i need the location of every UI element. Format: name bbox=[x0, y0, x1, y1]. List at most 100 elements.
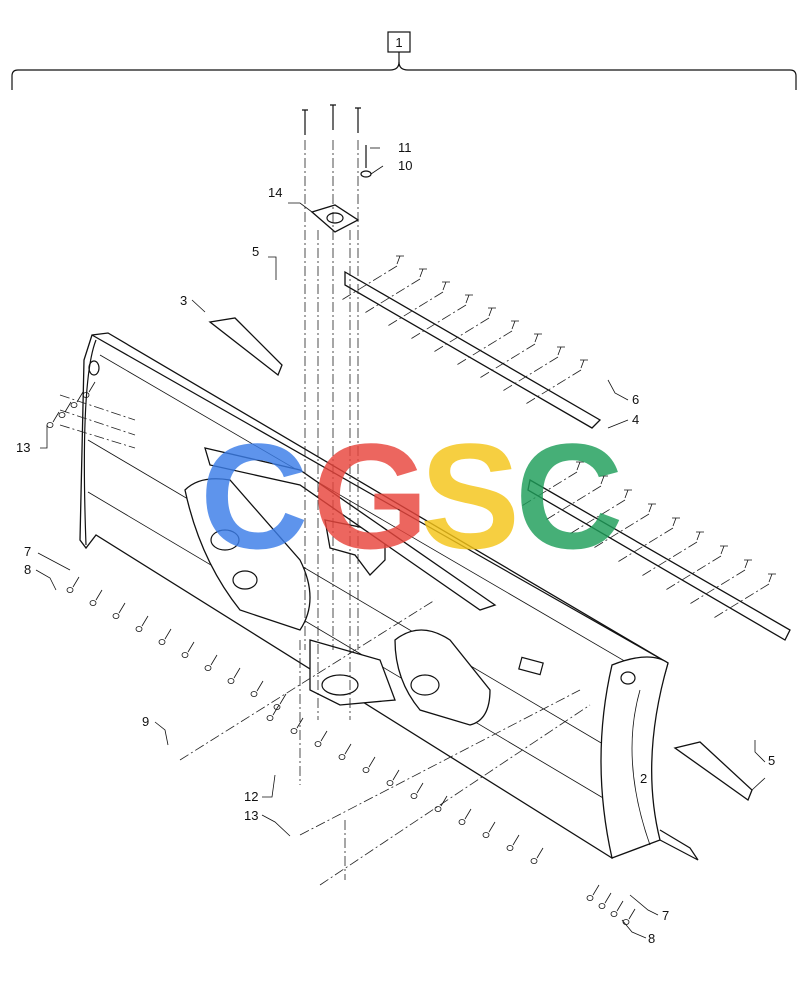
nut bbox=[70, 402, 78, 408]
bolt-line bbox=[639, 541, 698, 578]
bolt-shank bbox=[440, 795, 448, 807]
callout-14: 14 bbox=[268, 185, 282, 200]
bolt-line bbox=[543, 485, 602, 522]
assembly-label: 1 bbox=[395, 35, 402, 50]
nut bbox=[458, 819, 466, 825]
bolt-line bbox=[615, 527, 674, 564]
nut bbox=[204, 665, 212, 671]
callout-5-right: 5 bbox=[768, 753, 775, 768]
watermark-letter-s: S bbox=[420, 412, 520, 580]
bolt-shank bbox=[233, 667, 241, 679]
bolt-shank bbox=[604, 892, 612, 904]
nut bbox=[112, 613, 120, 619]
nut bbox=[530, 858, 538, 864]
callout-labels: 2 3 4 5 5 6 7 7 8 8 9 10 11 12 13 13 14 bbox=[16, 140, 775, 946]
bolt-shank bbox=[95, 589, 103, 601]
bolt-line bbox=[687, 569, 746, 606]
callout-9: 9 bbox=[142, 714, 149, 729]
nut bbox=[89, 600, 97, 606]
callout-8-right: 8 bbox=[648, 931, 655, 946]
bolt-line bbox=[454, 330, 513, 367]
callout-7-right: 7 bbox=[662, 908, 669, 923]
bolt-shank bbox=[320, 730, 328, 742]
bolt bbox=[534, 333, 542, 343]
assembly-bracket: 1 bbox=[11, 31, 797, 90]
bolt bbox=[744, 559, 752, 569]
callout-4: 4 bbox=[632, 412, 639, 427]
bolt-shank bbox=[118, 602, 126, 614]
callout-2: 2 bbox=[640, 771, 647, 786]
mount-plate bbox=[310, 204, 360, 233]
bolt-shank bbox=[279, 693, 287, 705]
bolts-top bbox=[302, 104, 372, 178]
callout-13-left: 13 bbox=[16, 440, 30, 455]
nut bbox=[66, 587, 74, 593]
callout-11: 11 bbox=[398, 140, 412, 155]
bolt-shank bbox=[272, 704, 280, 716]
nut bbox=[273, 704, 281, 710]
bolt bbox=[465, 294, 473, 304]
nut bbox=[250, 691, 258, 697]
callout-6: 6 bbox=[632, 392, 639, 407]
bolt bbox=[720, 545, 728, 555]
bolt bbox=[648, 503, 656, 513]
nut bbox=[410, 793, 418, 799]
bolt bbox=[396, 255, 404, 265]
nut bbox=[181, 652, 189, 658]
watermark-letter-c1: C bbox=[200, 412, 308, 580]
callout-5-left: 5 bbox=[252, 244, 259, 259]
callout-13-bottom: 13 bbox=[244, 808, 258, 823]
end-bit-left bbox=[208, 317, 283, 377]
bolt bbox=[419, 268, 427, 278]
bolt-line bbox=[711, 583, 770, 620]
nut bbox=[46, 422, 54, 428]
bolt-shank bbox=[512, 834, 520, 846]
bolt-line bbox=[500, 356, 559, 393]
nut bbox=[482, 832, 490, 838]
nut bbox=[314, 741, 322, 747]
bolt-line bbox=[477, 343, 536, 380]
bolt bbox=[580, 359, 588, 369]
bolt-shank bbox=[296, 717, 304, 729]
bolt-rows bbox=[46, 255, 776, 925]
callout-3: 3 bbox=[180, 293, 187, 308]
bolt-shank bbox=[88, 381, 96, 393]
bolt-line bbox=[523, 369, 582, 406]
bolt-shank bbox=[52, 411, 60, 423]
end-bit-right bbox=[673, 741, 753, 802]
cutting-edge-top bbox=[344, 270, 602, 429]
watermark-letter-c2: C bbox=[515, 412, 623, 580]
callout-12: 12 bbox=[244, 789, 258, 804]
bolt-shank bbox=[628, 908, 636, 920]
nut bbox=[434, 806, 442, 812]
bolt bbox=[672, 517, 680, 527]
nut bbox=[506, 845, 514, 851]
callout-10: 10 bbox=[398, 158, 412, 173]
bolt-line bbox=[385, 291, 444, 328]
bolt-shank bbox=[392, 769, 400, 781]
bolt-shank bbox=[464, 808, 472, 820]
bolt bbox=[557, 346, 565, 356]
bolt bbox=[600, 475, 608, 485]
bolt-shank bbox=[187, 641, 195, 653]
bolt bbox=[696, 531, 704, 541]
nut bbox=[266, 715, 274, 721]
nut bbox=[290, 728, 298, 734]
nut bbox=[338, 754, 346, 760]
bolt-shank bbox=[344, 743, 352, 755]
nut bbox=[362, 767, 370, 773]
bolt-line bbox=[663, 555, 722, 592]
bolt-shank bbox=[488, 821, 496, 833]
assembly-lines bbox=[59, 140, 591, 886]
bolt-line bbox=[408, 304, 467, 341]
bolt-line bbox=[339, 265, 398, 302]
bolt-shank bbox=[536, 847, 544, 859]
nut bbox=[610, 911, 618, 917]
leader-lines bbox=[35, 147, 766, 939]
callout-8-left: 8 bbox=[24, 562, 31, 577]
bolt-shank bbox=[256, 680, 264, 692]
bolt bbox=[442, 281, 450, 291]
bolt bbox=[768, 573, 776, 583]
